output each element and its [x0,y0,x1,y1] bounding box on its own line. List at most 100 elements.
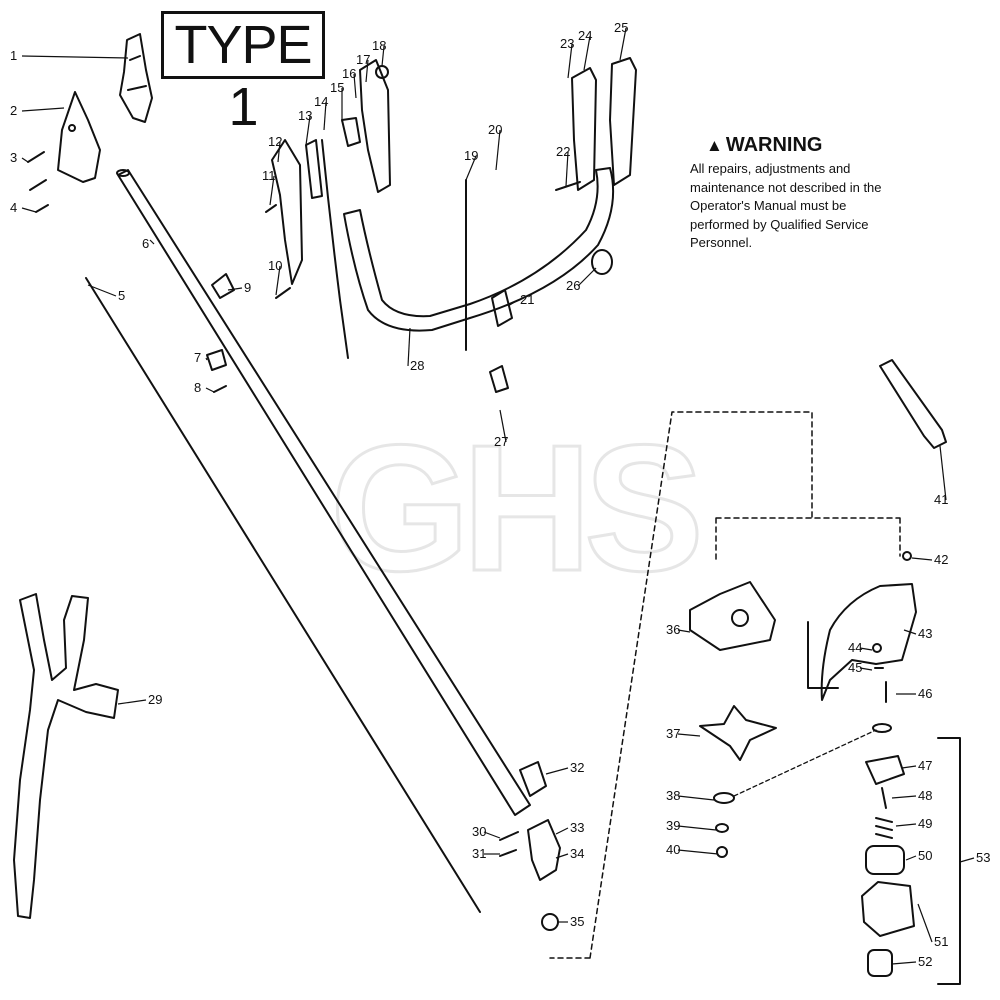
callout-21: 21 [520,292,534,307]
part-41-wrench [879,359,947,449]
callout-49: 49 [918,816,932,831]
callout-24: 24 [578,28,592,43]
callout-16: 16 [342,66,356,81]
exploded-view-bracket [549,411,901,959]
part-2-plate [57,91,101,183]
part-3-screws [27,151,47,191]
part-40-nut [716,846,728,858]
part-42-nut [902,551,912,561]
callout-leader-5 [87,284,117,297]
part-38-dash-link [733,729,877,797]
callout-leader-28 [407,327,411,367]
part-53-bracket [937,737,961,985]
part-14-cable [321,139,349,359]
warning-title: WARNING [725,134,823,156]
part-15-switch [341,117,361,147]
callout-leader-14 [323,101,327,131]
part-52-knob [867,949,893,977]
callout-18: 18 [372,38,386,53]
callout-leader-50 [905,855,917,861]
callout-leader-47 [901,765,917,769]
callout-leader-20 [495,129,501,171]
callout-36: 36 [666,622,680,637]
warning-notice: ▲ WARNING All repairs, adjustments and m… [690,134,890,253]
callout-leader-11 [269,175,275,206]
callout-leader-21 [507,299,519,307]
callout-leader-53 [959,857,975,863]
callout-12: 12 [268,134,282,149]
callout-29: 29 [148,692,162,707]
callout-leader-40 [677,849,719,855]
warning-triangle-icon: ▲ [706,135,723,155]
part-11-screw [265,204,277,213]
callout-10: 10 [268,258,282,273]
callout-leader-38 [677,795,715,801]
warning-body: All repairs, adjustments and maintenance… [690,161,882,250]
part-17-grip [359,59,391,193]
callout-leader-10 [275,265,281,296]
callout-leader-19 [465,155,477,181]
warning-title-row: ▲ WARNING [706,134,890,157]
part-9-clamp [211,273,235,299]
callout-leader-22 [565,151,569,187]
callout-41: 41 [934,492,948,507]
callout-leader-39 [677,825,717,831]
callout-leader-27 [499,409,507,443]
part-13-lever [305,139,323,199]
part-43-guard [820,583,917,701]
type-label-box: TYPE 1 [161,11,325,137]
callout-leader-12 [277,141,281,163]
callout-3: 3 [10,150,17,165]
callout-leader-18 [381,45,385,67]
callout-leader-2 [21,107,65,112]
callout-leader-8 [205,387,215,393]
callout-leader-29 [117,699,147,705]
part-22-screw [555,181,581,191]
part-32-clamp [519,761,547,797]
callout-leader-52 [891,961,917,965]
part-36-plate [689,581,776,651]
part-53-top-washer [872,723,892,733]
part-2-hole [68,124,76,132]
type-label: TYPE 1 [174,15,312,137]
callout-8: 8 [194,380,201,395]
callout-27: 27 [494,434,508,449]
part-49-spring [875,817,893,839]
callout-35: 35 [570,914,584,929]
part-4-screw [35,204,49,213]
callout-9: 9 [244,280,251,295]
callout-45: 45 [848,660,862,675]
callout-leader-16 [353,73,357,99]
part-48-bolt [881,787,887,809]
callout-leader-36 [677,629,691,633]
part-37-blade [699,705,777,761]
part-24-grip [571,67,597,191]
part-25-grip [609,57,637,186]
part-6-shaft-tube [117,169,531,816]
callout-leader-13 [305,115,311,146]
callout-leader-42 [911,557,933,561]
callout-33: 33 [570,820,584,835]
part-8-screw [213,385,227,393]
part-30-screw [499,831,519,841]
callout-50: 50 [918,848,932,863]
part-29-harness [13,593,119,919]
callout-48: 48 [918,788,932,803]
callout-34: 34 [570,846,584,861]
callout-38: 38 [666,788,680,803]
part-43-bracket [807,621,839,689]
callout-leader-9 [227,287,243,291]
callout-leader-1 [21,55,129,59]
part-1-clamp [119,33,153,123]
callout-13: 13 [298,108,312,123]
callout-7: 7 [194,350,201,365]
callout-4: 4 [10,200,17,215]
watermark: GHS [328,407,705,611]
part-33-gearbox [527,819,561,881]
callout-leader-30 [483,831,501,839]
part-12-handle [271,139,303,285]
part-26-ring [591,249,613,275]
callout-19: 19 [464,148,478,163]
part-10-screw [275,287,291,299]
part-7-clip [206,349,227,371]
